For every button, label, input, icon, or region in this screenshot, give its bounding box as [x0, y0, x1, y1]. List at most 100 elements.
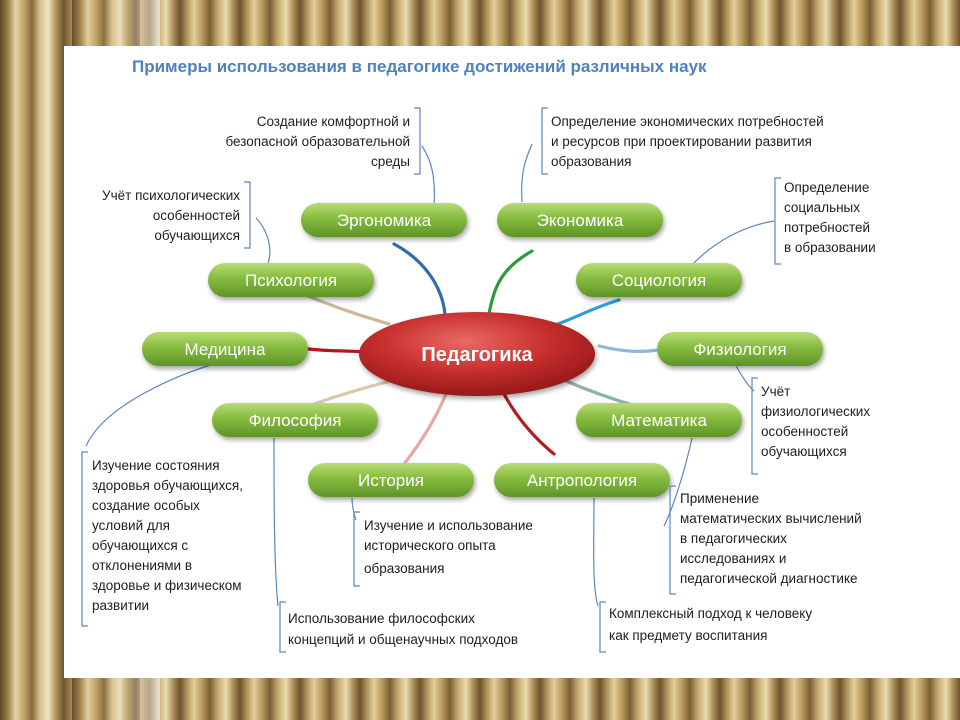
label-filosofiya: Философия: [249, 411, 342, 430]
note-line: образования: [364, 561, 445, 576]
note-line: Учёт психологических: [102, 188, 240, 203]
center-label: Педагогика: [421, 344, 533, 366]
bracket-meditsina: [81, 451, 88, 627]
note-line: особенностей: [761, 424, 848, 439]
node-fiziologiya: [657, 332, 823, 366]
note-line: Комплексный подход к человеку: [609, 606, 812, 621]
note-line: здоровья обучающихся,: [92, 478, 243, 493]
bracket-sotsiologiya: [774, 177, 781, 265]
note-line: обучающихся: [154, 228, 240, 243]
node-psikhologiya: [208, 263, 374, 297]
connector-filosofiya: [312, 378, 396, 406]
leader-fiziologiya: [735, 365, 755, 392]
label-ekonomika: Экономика: [537, 211, 624, 230]
label-sotsiologiya: Социология: [612, 271, 707, 290]
note-line: Использование философских: [288, 611, 475, 626]
note-ergonomika: Создание комфортной и безопасной образов…: [225, 114, 410, 169]
bracket-ekonomika: [541, 107, 548, 175]
slide-title: Примеры использования в педагогике дости…: [132, 57, 707, 76]
leader-sotsiologiya: [688, 220, 775, 269]
connector-ekonomika: [487, 249, 534, 316]
note-filosofiya: Использование философских концепций и об…: [288, 611, 518, 647]
note-line: педагогической диагностике: [680, 571, 858, 586]
note-ekonomika: Определение экономических потребностей и…: [551, 114, 824, 169]
note-psikhologiya: Учёт психологических особенностей обучаю…: [102, 188, 240, 243]
label-psikhologiya: Психология: [245, 271, 337, 290]
bracket-matematika: [669, 485, 676, 595]
connector-antropologiya: [502, 392, 556, 456]
note-line: здоровье и физическом: [92, 578, 242, 593]
label-meditsina: Медицина: [185, 340, 266, 359]
note-line: и ресурсов при проектировании развития: [551, 134, 812, 149]
node-matematika: [576, 403, 742, 437]
note-line: исторического опыта: [364, 538, 496, 553]
center-node-pedagogika: [359, 312, 595, 396]
node-filosofiya: [212, 403, 378, 437]
note-line: Применение: [680, 491, 759, 506]
note-matematika: Применение математических вычислений в п…: [680, 491, 862, 586]
note-line: Изучение и использование: [364, 518, 533, 533]
bracket-istoriya: [353, 511, 360, 587]
note-antropologiya: Комплексный подход к человеку как предме…: [609, 606, 812, 643]
node-sotsiologiya: [576, 263, 742, 297]
note-line: безопасной образовательной: [225, 134, 410, 149]
note-line: концепций и общенаучных подходов: [288, 632, 518, 647]
note-sotsiologiya: Определение социальных потребностей в об…: [784, 180, 876, 255]
label-fiziologiya: Физиология: [693, 340, 786, 359]
note-istoriya: Изучение и использование исторического о…: [364, 518, 533, 576]
note-line: в педагогических: [680, 531, 787, 546]
bracket-antropologiya: [599, 601, 606, 653]
leader-istoriya: [351, 497, 357, 521]
note-line: Создание комфортной и: [257, 114, 410, 129]
connector-fiziologiya: [597, 344, 666, 353]
label-istoriya: История: [358, 471, 424, 490]
note-line: отклонениями в: [92, 558, 192, 573]
connector-sotsiologiya: [550, 298, 621, 328]
connector-meditsina: [300, 346, 366, 354]
connector-istoriya: [402, 392, 448, 466]
note-line: потребностей: [784, 220, 870, 235]
note-line: обучающихся с: [92, 538, 188, 553]
note-line: среды: [371, 154, 410, 169]
note-line: Определение экономических потребностей: [551, 114, 824, 129]
note-line: исследованиях и: [680, 551, 786, 566]
leader-antropologiya: [593, 497, 599, 607]
note-line: социальных: [784, 200, 860, 215]
label-antropologiya: Антропология: [527, 471, 637, 490]
note-line: развитии: [92, 598, 149, 613]
note-line: математических вычислений: [680, 511, 862, 526]
note-line: особенностей: [153, 208, 240, 223]
node-istoriya: [308, 463, 474, 497]
note-line: в образовании: [784, 240, 876, 255]
bracket-ergonomika: [414, 107, 421, 175]
leader-ergonomika: [421, 145, 435, 207]
connector-ergonomika: [392, 242, 447, 316]
note-fiziologiya: Учёт физиологических особенностей обучаю…: [761, 384, 870, 459]
leader-meditsina: [85, 363, 215, 447]
note-line: Определение: [784, 180, 869, 195]
leader-filosofiya: [273, 437, 279, 607]
note-line: как предмету воспитания: [609, 628, 767, 643]
label-ergonomika: Эргономика: [337, 211, 432, 230]
mind-map: Примеры использования в педагогике дости…: [81, 57, 876, 653]
note-line: создание особых: [92, 498, 200, 513]
label-matematika: Математика: [611, 411, 707, 430]
note-line: физиологических: [761, 404, 870, 419]
leader-ekonomika: [521, 143, 533, 203]
connector-matematika: [562, 378, 638, 408]
node-antropologiya: [494, 463, 670, 497]
note-line: обучающихся: [761, 444, 847, 459]
note-meditsina: Изучение состояния здоровья обучающихся,…: [92, 458, 243, 613]
leader-psikhologiya: [255, 217, 271, 265]
note-line: Учёт: [761, 384, 790, 399]
bracket-filosofiya: [279, 601, 286, 653]
note-line: Изучение состояния: [92, 458, 220, 473]
node-ergonomika: [301, 203, 467, 237]
slide: Примеры использования в педагогике дости…: [64, 46, 960, 678]
node-meditsina: [142, 332, 308, 366]
bracket-psikhologiya: [244, 181, 251, 249]
node-ekonomika: [497, 203, 663, 237]
leader-matematika: [663, 437, 693, 527]
note-line: образования: [551, 154, 632, 169]
note-line: условий для: [92, 518, 170, 533]
